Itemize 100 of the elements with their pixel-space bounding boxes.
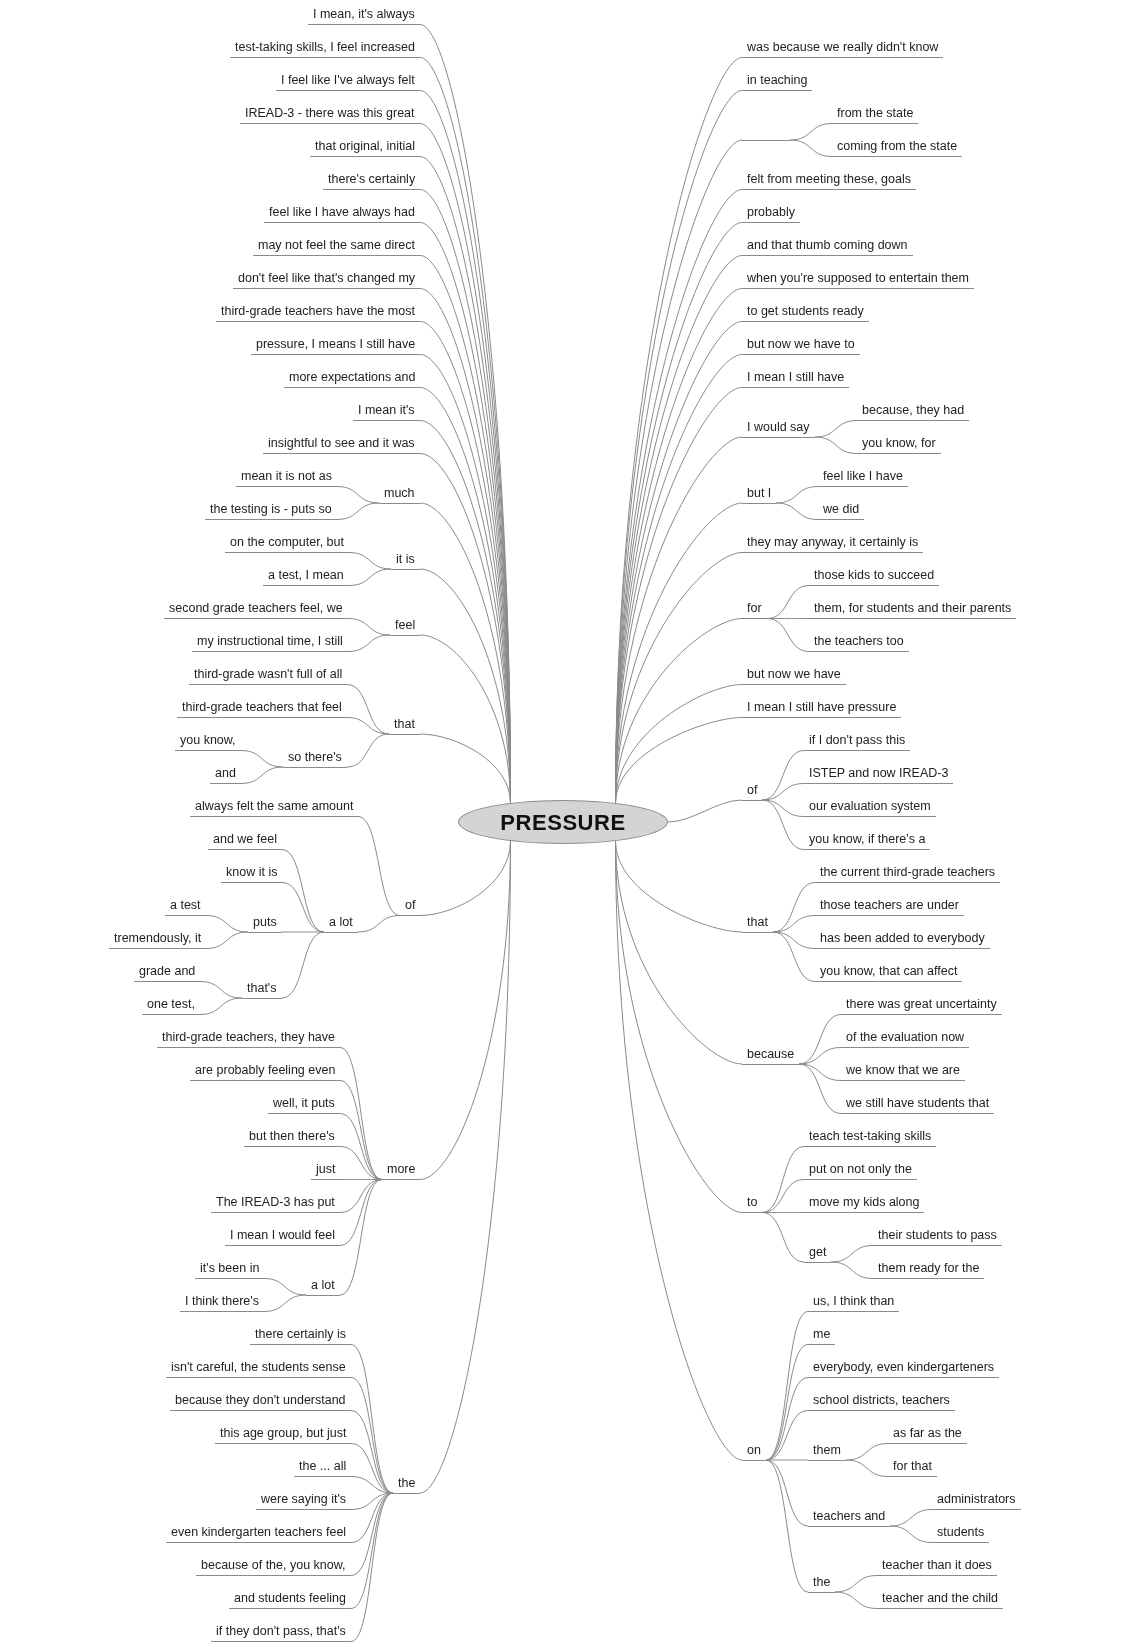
branch-phrase: third-grade teachers that feel [177,698,347,718]
branch-connector [199,997,243,1015]
branch-phrase: I mean, it's always [308,5,420,25]
branch-phrase: administrators [932,1490,1021,1510]
branch-phrase: them [808,1440,846,1461]
branch-phrase: there certainly is [250,1325,351,1345]
branch-phrase: because, they had [857,401,970,421]
branch-phrase: their students to pass [873,1226,1002,1246]
branch-phrase: those teachers are under [815,896,964,916]
branch-phrase: more [382,1160,421,1180]
branch-phrase: a lot [306,1275,340,1296]
branch-connector [357,915,401,933]
branch-phrase: everybody, even kindergarteners [808,1358,1000,1378]
branch-connector [761,1146,805,1213]
branch-phrase: those kids to succeed [809,566,940,586]
branch-phrase: feel like I have always had [264,203,420,223]
branch-phrase: are probably feeling even [190,1061,341,1081]
branch-phrase: the teachers too [809,632,909,652]
branch-phrase: you know, if there's a [804,830,931,850]
branch-phrase: we still have students that [841,1094,995,1114]
branch-phrase: my instructional time, I still [192,632,348,652]
branch-phrase: the ... all [294,1457,352,1477]
branch-phrase: I would say [742,417,815,438]
branch-phrase: third-grade teachers, they have [157,1028,341,1048]
branch-connector [830,1261,874,1279]
branch-connector [339,1179,383,1296]
branch-phrase: test-taking skills, I feel increased [230,38,420,58]
branch-connector [346,733,390,768]
branch-phrase: probably [742,203,800,223]
branch-connector [339,1113,383,1180]
branch-connector [667,799,743,823]
branch-phrase: it's been in [195,1259,265,1279]
branch-phrase: I feel like I've always felt [276,71,420,91]
branch-phrase: you know, that can affect [815,962,963,982]
branch-phrase: of [742,780,763,801]
branch-phrase: but now we have to [742,335,860,355]
branch-connector [798,1063,842,1081]
branch-phrase: just [311,1160,341,1180]
branch-phrase: pressure, I means I still have [251,335,421,355]
branch-connector [347,634,391,652]
branch-connector [346,717,390,735]
branch-phrase: of [400,896,421,916]
branch-phrase: me [808,1325,836,1345]
branch-connector [281,931,325,933]
branch-phrase: third-grade wasn't full of all [189,665,348,685]
branch-phrase: we know that we are [841,1061,965,1081]
branch-connector [772,931,816,949]
branch-connector [889,1525,933,1543]
branch-phrase: more expectations and [284,368,421,388]
branch-phrase: for [742,599,767,619]
branch-phrase: but I [742,483,777,504]
branch-phrase: the testing is - puts so [205,500,337,520]
branch-phrase: the [393,1473,421,1494]
branch-phrase: felt from meeting these, goals [742,170,916,190]
branch-phrase: but now we have [742,665,846,685]
branch-phrase: The IREAD-3 has put [211,1193,340,1213]
branch-phrase: and [210,764,241,784]
branch-phrase: even kindergarten teachers feel [166,1523,352,1543]
branch-phrase: tremendously, it [109,929,207,949]
branch-phrase: we did [818,500,865,520]
branch-phrase: there was great uncertainty [841,995,1002,1015]
branch-phrase: that original, initial [310,137,421,157]
branch-phrase: to get students ready [742,302,869,322]
branch-phrase: a test, I mean [263,566,349,586]
branch-phrase: you know, for [857,434,941,454]
branch-phrase: isn't careful, the students sense [166,1358,351,1378]
branch-phrase: to [742,1193,763,1213]
branch-phrase: on the computer, but [225,533,349,553]
branch-phrase: I mean it's [353,401,420,421]
branch-phrase: you know, [175,731,241,751]
keyword-ellipse: PRESSURE [458,800,668,844]
branch-phrase: us, I think than [808,1292,900,1312]
branch-connector [814,436,858,454]
branch-phrase: I mean I would feel [225,1226,340,1246]
branch-phrase: as far as the [888,1424,967,1444]
branch-phrase: and that thumb coming down [742,236,913,256]
branch-phrase: if I don't pass this [804,731,911,751]
branch-phrase: students [932,1523,990,1543]
branch-phrase: teach test-taking skills [804,1127,937,1147]
branch-phrase: that [389,714,420,735]
branch-phrase: put on not only the [804,1160,917,1180]
branch-connector [765,1459,809,1593]
branch-phrase: always felt the same amount [190,797,359,817]
branch-phrase: much [379,483,420,504]
branch-connector [772,931,816,982]
branch-connector [761,799,805,850]
branch-phrase: may not feel the same direct [253,236,421,256]
branch-phrase: teacher and the child [877,1589,1004,1609]
branch-phrase: IREAD-3 - there was this great [240,104,420,124]
branch-phrase: because [742,1044,800,1065]
branch-phrase: in teaching [742,71,813,91]
branch-phrase: get [804,1242,832,1263]
branch-phrase: this age group, but just [215,1424,352,1444]
branch-connector [348,568,392,586]
branch-phrase: because of the, you know, [196,1556,351,1576]
branch-connector [357,816,401,916]
branch-phrase: I think there's [180,1292,264,1312]
branch-phrase: one test, [142,995,200,1015]
branch-phrase: mean it is not as [236,467,337,487]
branch-phrase: I mean I still have [742,368,850,388]
